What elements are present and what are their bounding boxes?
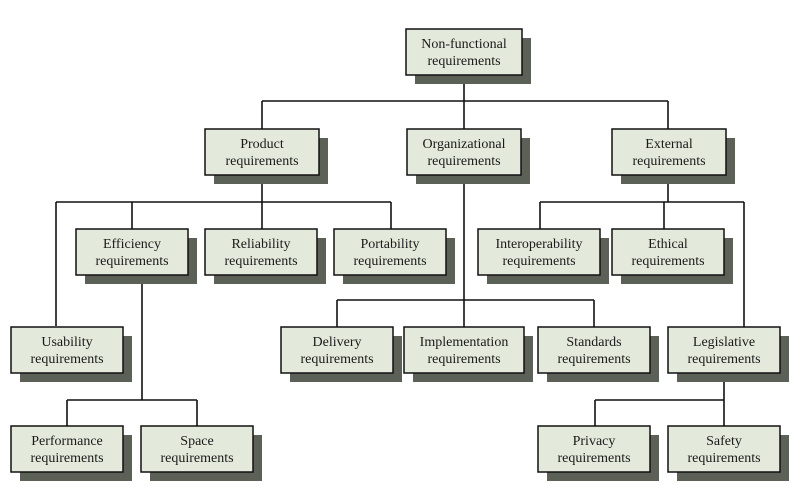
node-label-line: Interoperability xyxy=(495,237,582,252)
node-box xyxy=(405,28,523,76)
node-external: External requirements xyxy=(611,128,735,184)
node-ethical: Ethical requirements xyxy=(611,228,733,284)
node-label-line: requirements xyxy=(632,154,705,169)
node-portability: Portability requirements xyxy=(333,228,455,284)
node-efficiency: Efficiency requirements xyxy=(75,228,197,284)
node-label-line: requirements xyxy=(427,352,500,367)
node-label-line: requirements xyxy=(427,154,500,169)
node-box xyxy=(537,425,651,473)
node-label-line: Safety xyxy=(706,434,742,449)
node-box xyxy=(204,128,320,176)
node-box xyxy=(403,326,525,374)
node-label-line: Ethical xyxy=(648,237,688,252)
node-label-line: Reliability xyxy=(231,237,290,252)
node-privacy: Privacy requirements xyxy=(537,425,659,481)
node-label-line: requirements xyxy=(95,254,168,269)
node-product: Product requirements xyxy=(204,128,328,184)
node-box xyxy=(477,228,601,276)
node-box xyxy=(10,425,124,473)
node-reliability: Reliability requirements xyxy=(204,228,326,284)
node-label-line: requirements xyxy=(687,352,760,367)
node-label-line: requirements xyxy=(30,451,103,466)
node-performance: Performance requirements xyxy=(10,425,132,481)
node-usability: Usability requirements xyxy=(10,326,132,382)
node-box xyxy=(75,228,189,276)
node-label-line: requirements xyxy=(502,254,575,269)
node-box xyxy=(611,128,727,176)
node-label-line: requirements xyxy=(225,154,298,169)
node-label-line: Implementation xyxy=(420,335,509,350)
node-box xyxy=(140,425,254,473)
node-label-line: requirements xyxy=(224,254,297,269)
node-label-line: requirements xyxy=(557,352,630,367)
node-legislative: Legislative requirements xyxy=(667,326,789,382)
node-label-line: requirements xyxy=(631,254,704,269)
node-box xyxy=(10,326,124,374)
node-label-line: Usability xyxy=(41,335,92,350)
node-box xyxy=(333,228,447,276)
node-label-line: Portability xyxy=(360,237,419,252)
node-label-line: Efficiency xyxy=(103,237,161,252)
node-box xyxy=(667,326,781,374)
node-label-line: Product xyxy=(240,137,284,152)
node-label-line: External xyxy=(645,137,693,152)
node-label-line: requirements xyxy=(427,54,500,69)
node-box xyxy=(406,128,522,176)
node-label-line: Legislative xyxy=(693,335,755,350)
node-label-line: requirements xyxy=(353,254,426,269)
node-interoperability: Interoperability requirements xyxy=(477,228,609,284)
node-label-line: Performance xyxy=(31,434,103,449)
node-box xyxy=(611,228,725,276)
node-label-line: Standards xyxy=(566,335,621,350)
node-label-line: requirements xyxy=(30,352,103,367)
node-label-line: Space xyxy=(180,434,213,449)
node-space: Space requirements xyxy=(140,425,262,481)
node-label-line: requirements xyxy=(687,451,760,466)
node-organizational: Organizational requirements xyxy=(406,128,530,184)
node-label-line: requirements xyxy=(160,451,233,466)
requirement-nodes: Non-functionalrequirementsProductrequire… xyxy=(10,28,789,481)
node-box xyxy=(280,326,394,374)
node-label-line: Organizational xyxy=(423,137,506,152)
node-root: Non-functional requirements xyxy=(405,28,531,84)
node-label-line: requirements xyxy=(300,352,373,367)
node-label-line: Delivery xyxy=(313,335,362,350)
node-label-line: Non-functional xyxy=(421,37,507,52)
node-label-line: Privacy xyxy=(573,434,616,449)
node-safety: Safety requirements xyxy=(667,425,789,481)
node-standards: Standards requirements xyxy=(537,326,659,382)
node-box xyxy=(667,425,781,473)
node-implementation: Implementation requirements xyxy=(403,326,533,382)
node-box xyxy=(537,326,651,374)
node-delivery: Delivery requirements xyxy=(280,326,402,382)
node-box xyxy=(204,228,318,276)
node-label-line: requirements xyxy=(557,451,630,466)
